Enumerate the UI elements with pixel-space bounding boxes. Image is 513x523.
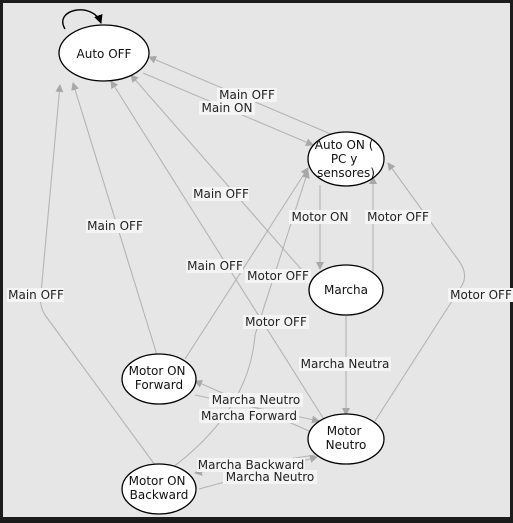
state-motor-on-forward-label: Motor ON Forward bbox=[129, 364, 190, 392]
label-bg bbox=[199, 409, 299, 423]
edge-label-motor-off: Motor OFF bbox=[450, 288, 512, 302]
edge-neutro-to-auto-off[interactable] bbox=[110, 80, 326, 422]
state-auto-on[interactable]: Auto ON ( PC y sensores) bbox=[307, 131, 385, 187]
edge-auto-off-self-loop[interactable] bbox=[62, 9, 103, 30]
state-marcha-shape[interactable] bbox=[308, 264, 384, 316]
states: Auto OFF Auto ON ( PC y sensores) Marcha… bbox=[58, 24, 385, 515]
label-bg bbox=[86, 219, 143, 233]
edge-forward-to-auto-on[interactable] bbox=[184, 167, 309, 360]
edge-marcha-to-auto-off[interactable] bbox=[130, 74, 316, 286]
label-bg bbox=[243, 315, 309, 329]
state-auto-off[interactable]: Auto OFF bbox=[58, 24, 150, 82]
label-group-auto-on-to-marcha: Motor ON bbox=[289, 210, 351, 224]
label-group-marcha-to-auto-on: Motor OFF bbox=[365, 210, 431, 224]
edge-label-main-on: Main ON bbox=[202, 101, 253, 115]
state-motor-neutro-shape[interactable] bbox=[307, 413, 385, 465]
label-group-marcha-to-neutro: Marcha Neutra bbox=[299, 357, 391, 371]
label-bg bbox=[192, 187, 249, 201]
edge-label-motor-on: Motor ON bbox=[292, 210, 349, 224]
label-group-neutro-to-backward: Marcha Backward bbox=[197, 458, 305, 472]
label-bg bbox=[448, 288, 513, 302]
edge-label-main-off: Main OFF bbox=[219, 88, 275, 102]
edge-label-main-off: Main OFF bbox=[8, 288, 64, 302]
label-group-forward-to-auto-off: Main OFF bbox=[86, 219, 143, 233]
state-auto-on-shape[interactable] bbox=[307, 131, 385, 187]
state-auto-on-label-line1: Auto ON ( bbox=[315, 138, 374, 152]
state-motor-on-forward-shape[interactable] bbox=[121, 353, 197, 405]
state-auto-off-label: Auto OFF bbox=[77, 47, 132, 61]
edge-label-marcha-neutra: Marcha Neutra bbox=[301, 357, 390, 371]
edge-label-marcha-backward: Marcha Backward bbox=[198, 458, 304, 472]
label-bg bbox=[209, 393, 303, 407]
label-bg bbox=[199, 101, 255, 115]
state-motor-on-forward-label-line2: Forward bbox=[135, 378, 183, 392]
edge-label-main-off: Main OFF bbox=[87, 219, 143, 233]
state-marcha-label: Marcha bbox=[324, 283, 368, 297]
state-motor-on-backward-label-line1: Motor ON bbox=[129, 474, 186, 488]
label-group-auto-on-to-auto-off: Main OFF bbox=[217, 88, 277, 102]
edge-label-main-off: Main OFF bbox=[187, 259, 243, 273]
edge-label-motor-off: Motor OFF bbox=[245, 315, 307, 329]
state-motor-on-forward[interactable]: Motor ON Forward bbox=[121, 353, 197, 405]
label-bg bbox=[245, 269, 311, 283]
state-motor-neutro-label-line2: Neutro bbox=[326, 438, 367, 452]
edge-label-motor-off: Motor OFF bbox=[247, 269, 309, 283]
edge-label-marcha-forward: Marcha Forward bbox=[201, 409, 297, 423]
state-motor-on-backward-label-line2: Backward bbox=[130, 488, 189, 502]
label-bg bbox=[186, 259, 243, 273]
label-group-neutro-to-auto-off: Main OFF bbox=[186, 259, 243, 273]
state-motor-on-forward-label-line1: Motor ON bbox=[129, 364, 186, 378]
edge-backward-to-auto-off[interactable] bbox=[39, 84, 156, 466]
edge-label-motor-off: Motor OFF bbox=[367, 210, 429, 224]
label-bg bbox=[365, 210, 431, 224]
transition-labels: Main OFF Main ON Main OFF Main OFF Main … bbox=[7, 88, 513, 484]
state-marcha[interactable]: Marcha bbox=[308, 264, 384, 316]
edge-label-marcha-neutro: Marcha Neutro bbox=[226, 470, 314, 484]
state-auto-off-shape[interactable] bbox=[58, 24, 150, 82]
label-group-forward-to-auto-on: Motor OFF bbox=[245, 269, 311, 283]
label-bg bbox=[7, 288, 64, 302]
state-motor-on-backward[interactable]: Motor ON Backward bbox=[121, 463, 197, 515]
label-group-forward-to-neutro: Marcha Forward bbox=[199, 409, 299, 423]
state-motor-neutro-label: Motor Neutro bbox=[326, 424, 367, 452]
state-auto-on-label: Auto ON ( PC y sensores) bbox=[315, 138, 377, 180]
label-bg bbox=[299, 357, 391, 371]
label-bg bbox=[223, 470, 317, 484]
state-motor-on-backward-shape[interactable] bbox=[121, 463, 197, 515]
state-motor-on-backward-label: Motor ON Backward bbox=[129, 474, 190, 502]
label-group-marcha-to-auto-off: Main OFF bbox=[192, 187, 249, 201]
label-bg bbox=[217, 88, 277, 102]
edge-neutro-to-auto-on[interactable] bbox=[374, 162, 466, 422]
state-diagram: Main OFF Main ON Main OFF Main OFF Main … bbox=[7, 9, 513, 515]
label-group-neutro-to-auto-on: Motor OFF bbox=[448, 288, 513, 302]
label-group-backward-to-neutro: Marcha Neutro bbox=[223, 470, 317, 484]
label-group-neutro-to-forward: Marcha Neutro bbox=[209, 393, 303, 407]
edge-label-main-off: Main OFF bbox=[193, 187, 249, 201]
edge-label-marcha-neutro: Marcha Neutro bbox=[212, 393, 300, 407]
label-group-backward-to-auto-off: Main OFF bbox=[7, 288, 64, 302]
state-motor-neutro-label-line1: Motor bbox=[327, 424, 362, 438]
label-group-auto-off-to-auto-on: Main ON bbox=[199, 101, 255, 115]
state-auto-on-label-line2: PC y bbox=[331, 152, 358, 166]
label-bg bbox=[197, 458, 305, 472]
state-auto-on-label-line3: sensores) bbox=[317, 166, 375, 180]
state-motor-neutro[interactable]: Motor Neutro bbox=[307, 413, 385, 465]
label-group-backward-to-auto-on: Motor OFF bbox=[243, 315, 309, 329]
label-bg bbox=[289, 210, 351, 224]
